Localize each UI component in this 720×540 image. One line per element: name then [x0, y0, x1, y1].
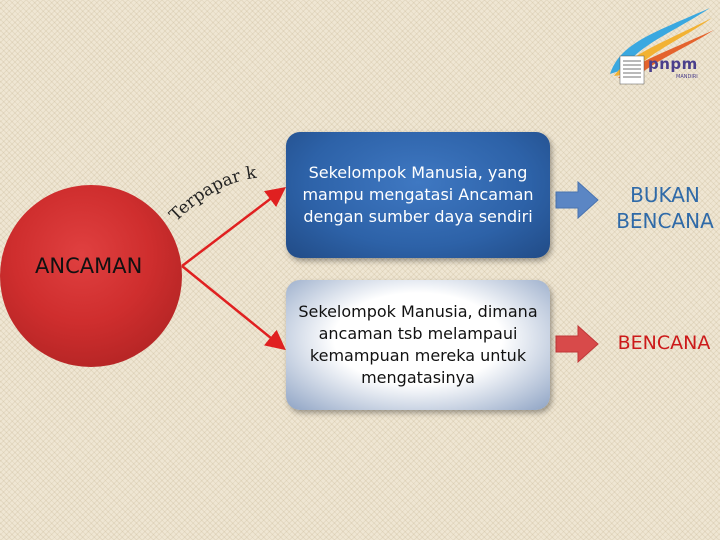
arrow-to-box1	[181, 186, 286, 267]
result-bukan-bencana: BUKAN BENCANA	[616, 183, 714, 233]
logo-sub-text: MANDIRI	[676, 74, 698, 80]
logo-brand-text: pnpm	[648, 55, 698, 73]
edge-label: Terpapar ke	[0, 0, 259, 226]
box-mampu-mengatasi: Sekelompok Manusia, yang mampu mengatasi…	[286, 132, 550, 258]
ancaman-circle	[0, 185, 182, 367]
box-melampaui-kemampuan: Sekelompok Manusia, dimana ancaman tsb m…	[286, 280, 550, 410]
box2-text: Sekelompok Manusia, dimana ancaman tsb m…	[298, 302, 538, 387]
result-bencana: BENCANA	[617, 332, 711, 354]
box1-text: Sekelompok Manusia, yang mampu mengatasi…	[302, 163, 534, 226]
block-arrow-red	[555, 324, 599, 364]
arrow-to-box2	[181, 265, 286, 351]
pnpm-logo	[610, 8, 714, 85]
block-arrow-blue	[555, 180, 599, 220]
ancaman-label: ANCAMAN	[35, 254, 143, 278]
